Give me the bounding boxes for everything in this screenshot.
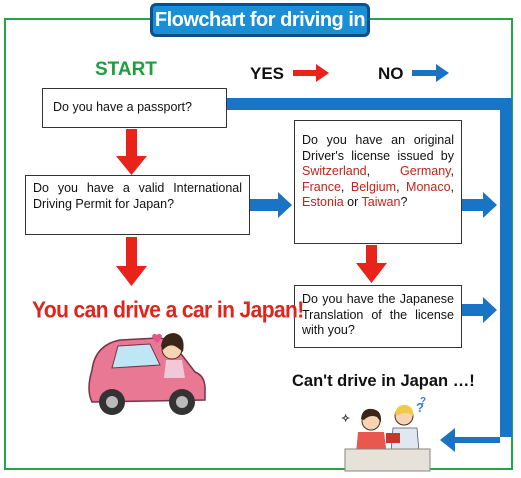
- question-japanese-translation: Do you have the Japanese Translation of …: [294, 285, 462, 348]
- question-original-license: Do you have an original Driver's license…: [294, 120, 462, 244]
- country-france: France: [302, 179, 341, 194]
- svg-text:✧: ✧: [341, 413, 350, 425]
- no-arrow-license: [462, 192, 497, 218]
- svg-text:?: ?: [416, 400, 424, 415]
- legend-no-arrow: [412, 64, 449, 82]
- country-belgium: Belgium: [350, 179, 397, 194]
- country-separator: or: [343, 195, 362, 209]
- country-separator: ?: [400, 195, 408, 209]
- yes-arrow-idp: [116, 237, 147, 286]
- yes-arrow-passport: [116, 129, 147, 175]
- outcome-can-drive: You can drive a car in Japan!: [32, 297, 304, 324]
- legend-no-label: NO: [378, 64, 404, 83]
- question-international-driving-permit: Do you have a valid International Drivin…: [25, 175, 250, 235]
- country-monaco: Monaco: [406, 179, 451, 194]
- outcome-cannot-drive: Can't drive in Japan …!: [292, 372, 475, 390]
- legend-yes-label: YES: [250, 64, 285, 83]
- country-separator: ,: [450, 164, 454, 178]
- country-separator: ,: [340, 179, 351, 194]
- country-switzerland: Switzerland: [302, 164, 367, 178]
- country-separator: ,: [396, 179, 407, 194]
- start-label: START: [95, 59, 157, 80]
- country-list: Switzerland, Germany, France, Belgium, M…: [302, 164, 454, 209]
- svg-text:?: ?: [420, 396, 426, 407]
- no-arrow-translation: [462, 297, 497, 323]
- country-taiwan: Taiwan: [361, 195, 401, 209]
- yes-arrow-license: [356, 245, 387, 283]
- country-separator: ,: [366, 164, 401, 178]
- legend-yes-arrow: [293, 64, 329, 82]
- country-separator: ,: [450, 179, 455, 194]
- question-passport: Do you have a passport?: [42, 88, 227, 128]
- country-germany: Germany: [400, 164, 451, 178]
- flowchart-title: Flowchart for driving in Japan: [150, 3, 370, 59]
- car-illustration: [88, 333, 206, 415]
- counter-illustration: ? ? ✧: [341, 396, 431, 472]
- no-arrow-idp: [250, 192, 292, 218]
- country-estonia: Estonia: [302, 195, 344, 209]
- license-question-text: Do you have an original Driver's license…: [302, 133, 454, 163]
